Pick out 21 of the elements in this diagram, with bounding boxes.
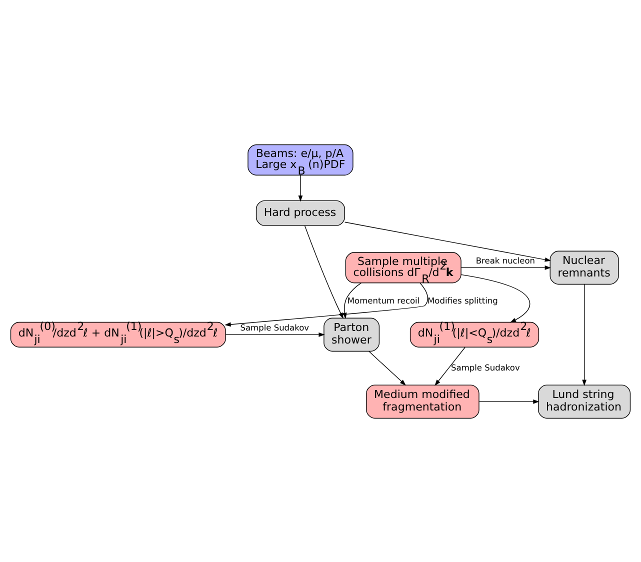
- edge-label: Break nucleon: [476, 254, 536, 265]
- node-box: Hard process: [256, 200, 346, 226]
- arrow: [342, 282, 362, 318]
- arrow: [460, 265, 552, 270]
- edge-label: Sample Sudakov: [240, 322, 310, 332]
- arrow: [478, 398, 540, 404]
- node-box: Parton shower: [324, 317, 380, 352]
- node-box: Medium modified fragmentation: [366, 384, 480, 418]
- arrow: [224, 282, 428, 326]
- arrow: [582, 284, 586, 386]
- edge-label: Modifies splitting: [428, 294, 498, 305]
- arrow: [344, 221, 552, 262]
- node-box: Nuclear remnants: [550, 250, 619, 284]
- arrow: [460, 274, 530, 322]
- edge-label: Momentum recoil: [347, 294, 420, 305]
- node-box: Lund string hadronization: [538, 384, 631, 418]
- arrow: [368, 350, 406, 386]
- edge-label: Sample Sudakov: [451, 362, 520, 372]
- arrow: [225, 332, 325, 336]
- arrow: [298, 174, 303, 202]
- arrow: [434, 346, 466, 386]
